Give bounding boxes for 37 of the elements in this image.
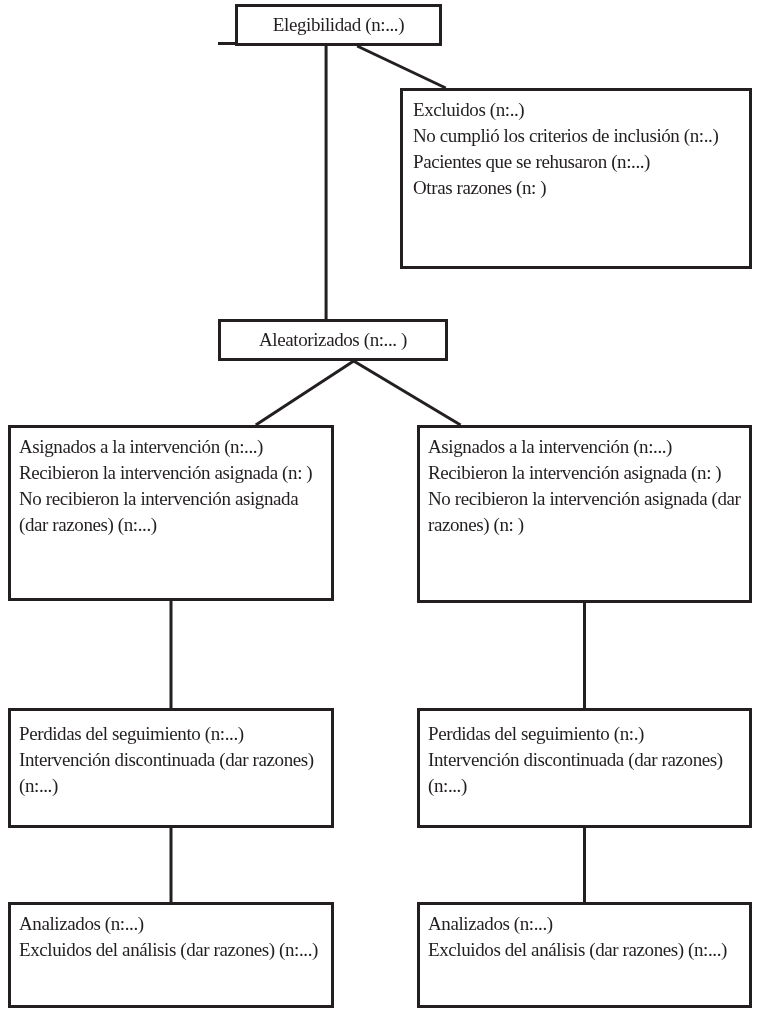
box-text: Asignados a la intervención (n:...) [428,435,673,459]
box-text: Analizados (n:...) [428,912,554,936]
flow-box [417,902,752,1008]
box-text: Asignados a la intervención (n:...) [19,435,264,459]
connector-line [583,828,586,902]
connector-line [356,44,447,90]
flow-box [417,708,752,828]
connector-line [352,359,462,427]
flow-box [8,708,334,828]
flow-box [235,4,442,46]
box-text: Aleatorizados (n:... ) [258,328,408,352]
box-text: Intervención discontinuada (dar razones) (n:...) [19,748,315,798]
box-text: No cumplió los criterios de inclusión (n:..) [413,124,720,148]
box-text: Perdidas del seguimiento (n:...) [19,722,245,746]
flow-box [218,319,448,361]
box-text: Excluidos del análisis (dar razones) (n:...) [19,938,319,962]
flow-box [417,425,752,603]
box-text: Intervención discontinuada (dar razones) (n:...) [428,748,724,798]
box-text: Analizados (n:...) [19,912,145,936]
box-text: Recibieron la intervención asignada (n: ) [19,461,314,485]
box-text: Otras razones (n: ) [413,176,548,200]
connector-line [583,603,586,708]
flow-box [8,425,334,601]
connector-line [169,828,173,902]
connector-line [254,359,355,427]
box-text: Elegibilidad (n:...) [271,13,406,37]
box-text: Recibieron la intervención asignada (n: ) [428,461,723,485]
box-text: Excluidos del análisis (dar razones) (n:...) [428,938,728,962]
box-text: Excluidos (n:..) [413,98,526,122]
flow-box [400,88,752,269]
box-text: Pacientes que se rehusaron (n:...) [413,150,651,174]
connector-line [169,601,173,708]
box-text: No recibieron la intervención asignada (dar razones) (n: ) [428,487,741,537]
flow-box [8,902,334,1008]
connector-line [324,46,328,319]
box-text: No recibieron la intervención asignada (dar razones) (n:...) [19,487,300,537]
box-text: Perdidas del seguimiento (n:.) [428,722,645,746]
